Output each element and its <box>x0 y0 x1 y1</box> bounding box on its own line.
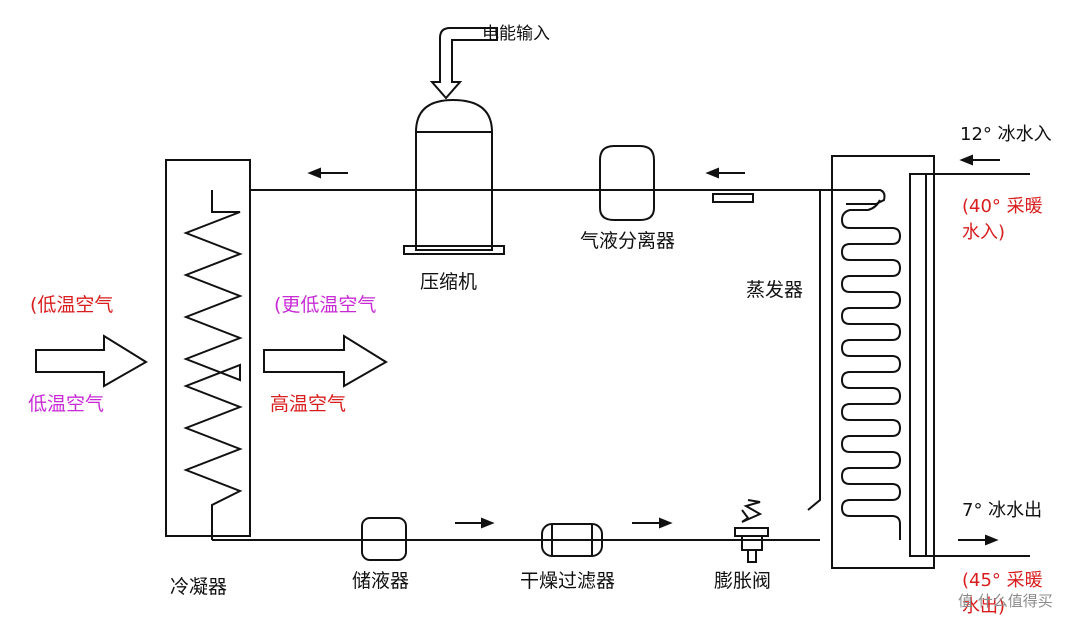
dry-filter-label: 干燥过滤器 <box>520 570 616 592</box>
heating-water-in-label-2: 水入) <box>962 222 1006 243</box>
condenser-icon <box>165 159 251 540</box>
evaporator-icon <box>820 155 935 569</box>
flow-arrow-top-left <box>307 167 348 179</box>
heating-water-in-label-1: (40° 采暖 <box>962 196 1043 217</box>
receiver-icon <box>361 517 407 561</box>
dry-filter-icon <box>541 523 603 557</box>
flow-arrow-top-right <box>705 167 745 179</box>
expansion-valve-icon <box>734 499 769 563</box>
air-inlet-arrow <box>35 334 148 388</box>
separator-label: 气液分离器 <box>580 230 676 252</box>
water-outlet-arrow <box>958 534 999 546</box>
water-inlet-arrow <box>959 154 1000 166</box>
watermark: 值 什么值得买 <box>958 592 1053 610</box>
chilled-water-out-label: 7° 冰水出 <box>962 500 1043 521</box>
evaporator-label: 蒸发器 <box>746 279 804 301</box>
chilled-water-in-label: 12° 冰水入 <box>960 124 1052 145</box>
power-input-label: 电能输入 <box>482 24 550 44</box>
compressor-icon <box>403 98 505 255</box>
condenser-label: 冷凝器 <box>170 576 228 598</box>
low-temp-air-label: 低温空气 <box>28 393 105 415</box>
flow-arrow-bottom-2 <box>632 517 673 529</box>
heating-water-out-label-2: 水出) <box>962 596 1006 617</box>
expansion-valve-label: 膨胀阀 <box>714 570 772 592</box>
flow-arrow-bottom-1 <box>455 517 495 529</box>
high-temp-air-label: 高温空气 <box>270 393 347 415</box>
separator-icon <box>599 145 655 221</box>
heating-water-out-label-1: (45° 采暖 <box>962 570 1043 591</box>
compressor-label: 压缩机 <box>420 271 478 293</box>
evaporator-inlet-pipe <box>807 190 821 511</box>
air-outlet-arrow <box>263 334 388 388</box>
power-input-arrow <box>429 27 498 100</box>
receiver-label: 储液器 <box>352 570 410 592</box>
sensing-bulb-icon <box>712 193 754 203</box>
low-temp-air-heating-label: (低温空气 <box>30 294 114 316</box>
lower-temp-air-heating-label: (更低温空气 <box>274 294 377 316</box>
